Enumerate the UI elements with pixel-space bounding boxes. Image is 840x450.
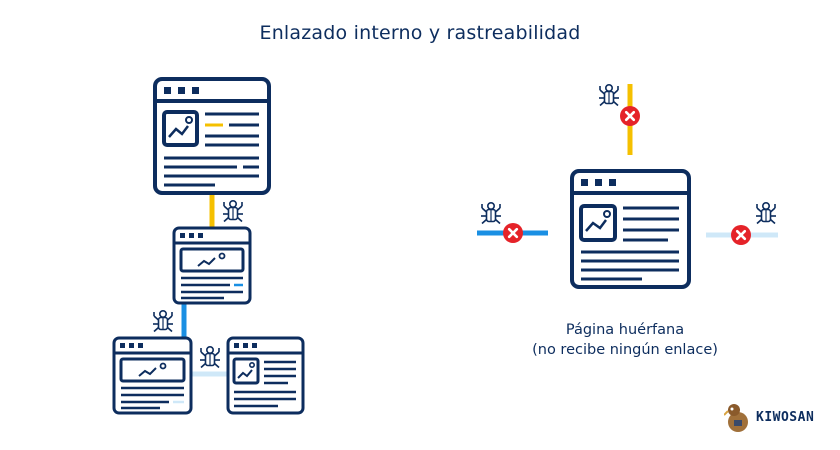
image-icon <box>232 357 260 385</box>
spider-bot-icon <box>199 345 221 369</box>
image-icon <box>579 204 617 242</box>
spider-bot-icon <box>222 200 244 223</box>
image-icon <box>179 247 245 273</box>
image-icon <box>119 357 186 383</box>
brand-name: KIWOSAN <box>756 409 815 425</box>
orphan-page-caption: Página huérfana (no recibe ningún enlace… <box>480 320 770 360</box>
blocked-x-icon <box>618 104 642 128</box>
image-icon <box>162 110 199 147</box>
browser-window-icon <box>172 226 252 305</box>
browser-window-icon <box>570 169 691 289</box>
blocked-x-icon <box>501 221 525 245</box>
spider-bot-icon <box>598 84 620 107</box>
kiwi-mascot-icon <box>724 404 748 432</box>
browser-window-icon <box>226 336 305 415</box>
orphan-caption-line2: (no recibe ningún enlace) <box>532 342 718 358</box>
browser-window-icon <box>153 77 271 195</box>
blocked-x-icon <box>729 223 753 247</box>
spider-bot-icon <box>480 202 502 225</box>
diagram-title: Enlazado interno y rastreabilidad <box>259 22 581 44</box>
orphan-caption-line1: Página huérfana <box>565 322 685 338</box>
browser-window-icon <box>112 336 193 415</box>
spider-bot-icon <box>755 202 777 225</box>
spider-bot-icon <box>152 309 174 333</box>
brand-logo: KIWOSAN <box>724 400 814 434</box>
